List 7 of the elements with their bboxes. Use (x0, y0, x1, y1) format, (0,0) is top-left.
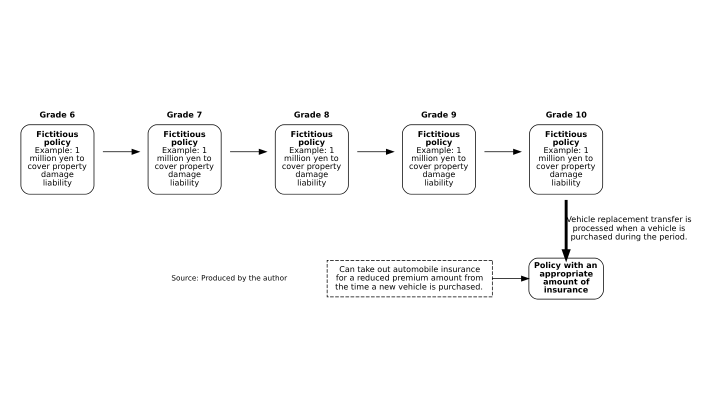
arrow (102, 148, 140, 154)
label: Source: Produced by the author (171, 272, 288, 282)
arrow (230, 148, 268, 154)
arrow (484, 148, 522, 154)
arrow (562, 199, 571, 262)
arrow (356, 148, 395, 154)
arrow (492, 275, 530, 282)
